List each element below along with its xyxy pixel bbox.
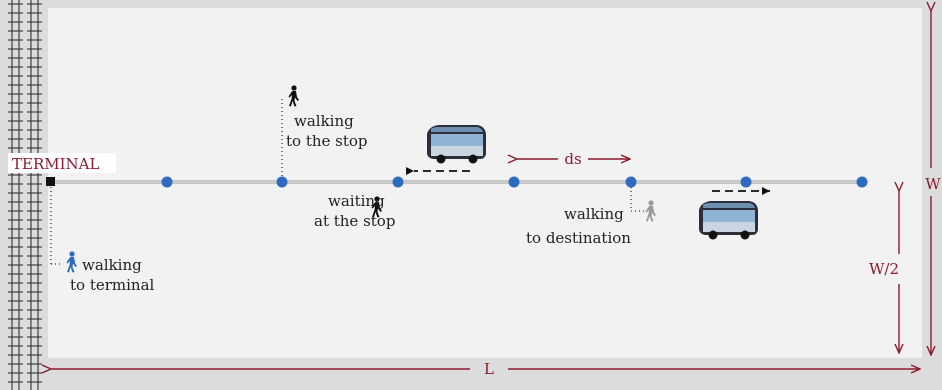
bus-icon xyxy=(427,125,486,164)
ds-label: ds xyxy=(564,150,581,168)
railway-tracks xyxy=(8,0,42,390)
bus-stop-marker xyxy=(161,176,173,188)
width-label: W xyxy=(925,175,941,193)
walking-to-terminal-label: to terminal xyxy=(70,276,155,294)
length-label: L xyxy=(484,360,494,378)
bus-stop-marker xyxy=(508,176,520,188)
waiting-at-stop-label: at the stop xyxy=(314,212,395,230)
walking-to-stop-label: to the stop xyxy=(286,132,368,150)
bus-stop-marker xyxy=(625,176,637,188)
walking-to-destination-label: walking xyxy=(564,205,624,223)
waiting-at-stop-label: waiting xyxy=(328,192,385,210)
bus-stop-marker xyxy=(856,176,868,188)
walk-paths xyxy=(50,99,644,265)
terminal-label: TERMINAL xyxy=(12,155,99,173)
terminal-marker xyxy=(46,177,55,186)
half-width-label: W/2 xyxy=(869,260,899,278)
bus-stops xyxy=(161,176,868,188)
bus-icon xyxy=(699,201,758,240)
bus-stop-marker xyxy=(392,176,404,188)
walking-to-destination-label: to destination xyxy=(526,229,631,247)
walking-to-terminal-label: walking xyxy=(82,256,142,274)
terminal-label-box xyxy=(8,153,116,173)
bus-stop-marker xyxy=(740,176,752,188)
walking-to-stop-label: walking xyxy=(294,112,354,130)
bus-stop-marker xyxy=(276,176,288,188)
